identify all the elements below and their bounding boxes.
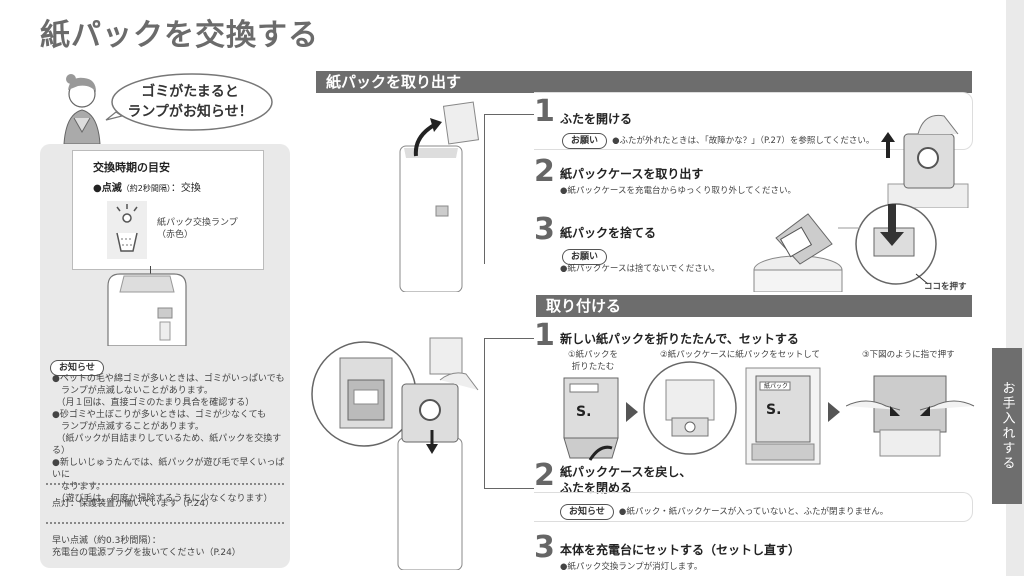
fast-blink-status: 早い点滅（約0.3秒間隔）： 充電台の電源プラグを抜いてください（P.24） <box>52 535 241 559</box>
empty-case-illustration <box>643 361 737 455</box>
timing-box-title: 交換時期の目安 <box>93 161 170 174</box>
character-illustration <box>63 74 101 145</box>
attach-step-2-title: 紙パックケースを戻し、 ふたを閉める <box>560 464 691 496</box>
fold-bag-illustration <box>563 377 619 461</box>
lamp-label-2: （赤色） <box>157 230 194 240</box>
page-title: 紙パックを交換する <box>40 18 319 53</box>
attach-step-2-notice: お知らせ ●紙パック・紙パックケースが入っていないと、ふたが閉まりません。 <box>560 499 888 520</box>
step-number: 3 <box>534 530 555 565</box>
finger-push-illustration <box>846 375 975 457</box>
attach-section-header: 取り付ける <box>536 295 972 317</box>
vacuum-open-lid-illustration <box>399 101 480 292</box>
remove-step-1-title: ふたを開ける <box>560 112 633 126</box>
step-connector <box>484 114 485 264</box>
bubble-line-1: ゴミがたまると <box>141 84 239 100</box>
push-here-label: ココを押す <box>924 282 967 292</box>
bag-case-lift-illustration <box>881 114 969 208</box>
discard-bag-illustration <box>753 203 937 292</box>
sub-caption-1-line-1: ①紙パックを <box>567 350 619 360</box>
attach-step-3-title: 本体を充電台にセットする（セットし直す） <box>560 543 801 557</box>
remove-step-3-note: ●紙パックケースは捨てないでください。 <box>560 264 720 274</box>
step-number: 1 <box>534 318 555 353</box>
bag-label: 紙パック <box>764 383 789 390</box>
remove-step-3-title: 紙パックを捨てる <box>560 226 657 240</box>
lamp-label: 紙パック交換ランプ （赤色） <box>157 217 238 241</box>
step-number: 3 <box>534 212 555 247</box>
notice-list: ●ペットの毛や綿ゴミが多いときは、ゴミがいっぱいでも ランプが点滅しないことがあ… <box>52 373 288 505</box>
blink-line: ●点滅（約2秒間隔）：交換 <box>93 179 201 194</box>
blink-interval: （約2秒間隔） <box>121 184 171 193</box>
notice-line: ランプが点滅しないことがあります。 <box>52 386 213 396</box>
notice-line: ●新しいじゅうたんでは、紙パックが遊び毛で早くいっぱいに <box>52 458 285 480</box>
speech-bubble-text: ゴミがたまると ランプがお知らせ！ <box>110 82 270 122</box>
light-on-status: 点灯：保護装置が働いています（P.24） <box>52 499 215 509</box>
vacuum-top-illustration <box>107 273 187 346</box>
dotted-divider <box>46 483 284 485</box>
notice-line: （紙パックが目詰まりしているため、紙パックを交換する） <box>52 434 282 456</box>
attach-step-1-title: 新しい紙パックを折りたたんで、セットする <box>560 332 799 346</box>
notice-line: ●砂ゴミや土ぼこりが多いときは、ゴミが少なくても <box>52 410 267 420</box>
vacuum-attach-illustration <box>397 337 479 570</box>
fast-blink-line-2: 充電台の電源プラグを抜いてください（P.24） <box>52 548 241 558</box>
zoom-bag-case-illustration <box>311 341 417 447</box>
side-tab-label: お手入れする <box>999 381 1015 471</box>
blink-label: ●点滅 <box>93 183 122 194</box>
step-number: 2 <box>534 154 555 189</box>
sub-caption-1: ①紙パックを 折りたたむ <box>566 348 620 372</box>
blink-action: ：交換 <box>170 183 201 194</box>
case-with-bag-illustration <box>745 367 821 465</box>
sub-caption-2: ②紙パックケースに紙パックをセットして <box>660 350 820 360</box>
bubble-line-2: ランプがお知らせ！ <box>127 104 253 120</box>
step-connector <box>484 338 534 339</box>
next-arrow <box>828 402 840 422</box>
sub-caption-3: ③下図のように指で押す <box>862 350 955 360</box>
step-number: 1 <box>534 94 555 129</box>
remove-step-1-box <box>534 92 973 150</box>
notice-line: （月１回は、直接ゴミのたまり具合を確認する） <box>52 398 255 408</box>
fast-blink-line-1: 早い点滅（約0.3秒間隔）： <box>52 536 161 546</box>
remove-step-3-pill-wrap: お願い <box>562 244 608 265</box>
step-connector <box>484 338 485 488</box>
step-connector <box>484 488 534 489</box>
remove-step-1-notice: お願い ●ふたが外れたときは、「故障かな？」（P.27）を参照してください。 <box>562 128 874 149</box>
step-number: 2 <box>534 458 555 493</box>
request-pill: お願い <box>562 249 608 265</box>
remove-step-1-note: ●ふたが外れたときは、「故障かな？」（P.27）を参照してください。 <box>612 136 875 146</box>
bag-mark-2: S. <box>766 402 782 418</box>
remove-step-2-title: 紙パックケースを取り出す <box>560 167 704 181</box>
notice-pill-left: お知らせ <box>50 355 104 376</box>
attach-step-2-note-box <box>534 492 973 522</box>
replacement-timing-box: 交換時期の目安 ●点滅（約2秒間隔）：交換 紙パック交換ランプ （赤色） <box>72 150 264 270</box>
request-pill: お願い <box>562 133 608 149</box>
notice-line: ランプが点滅することがあります。 <box>52 422 204 432</box>
remove-step-2-note: ●紙パックケースを充電台からゆっくり取り外してください。 <box>560 186 796 196</box>
next-arrow <box>626 402 638 422</box>
notice-line: （遊び毛は、何度か掃除するうちに少なくなります） <box>52 494 273 504</box>
notice-line: なります。 <box>52 482 106 492</box>
lamp-label-1: 紙パック交換ランプ <box>157 218 238 228</box>
remove-section-header: 紙パックを取り出す <box>316 71 972 93</box>
attach-step-2-title-2: ふたを閉める <box>560 481 633 495</box>
sub-caption-1-line-2: 折りたたむ <box>571 362 615 372</box>
speech-bubble <box>105 73 273 131</box>
attach-step-3-note: ●紙パック交換ランプが消灯します。 <box>560 562 703 572</box>
notice-pill-label: お知らせ <box>50 360 104 376</box>
dotted-divider <box>46 522 284 524</box>
step-connector <box>484 114 534 115</box>
bag-mark-1: S. <box>576 404 592 420</box>
notice-pill: お知らせ <box>560 504 614 520</box>
section-side-tab[interactable]: お手入れする <box>992 348 1022 504</box>
attach-step-2-note: ●紙パック・紙パックケースが入っていないと、ふたが閉まりません。 <box>618 507 889 517</box>
attach-step-2-title-1: 紙パックケースを戻し、 <box>560 465 692 479</box>
bag-lamp-icon <box>107 201 147 259</box>
notice-line: ●ペットの毛や綿ゴミが多いときは、ゴミがいっぱいでも <box>52 374 285 384</box>
